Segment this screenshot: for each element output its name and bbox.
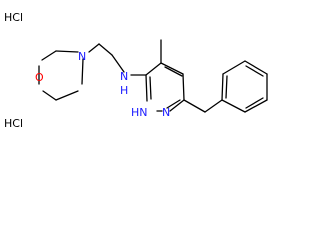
amine-hydrogen-atom: H [120,84,128,97]
ring-nitrogen-atom: N [162,106,170,119]
hcl-label-bottom: HCl [4,117,23,130]
morpholine-nitrogen-atom: N [78,50,86,63]
chemical-structure-diagram: HCl HCl O N N H HN N [4,11,268,130]
ring-nh-atom: HN [131,106,148,119]
amine-nitrogen-atom: N [120,70,128,83]
benzyl-ch2-bond [183,99,206,113]
ethylene-linker [88,43,125,73]
hcl-label-top: HCl [4,11,23,24]
morpholine-ring [38,50,84,101]
pyridazine-ring [145,62,185,112]
benzene-ring [221,60,268,113]
morpholine-oxygen-atom: O [35,71,44,84]
benzyl-link-bond [204,99,223,113]
